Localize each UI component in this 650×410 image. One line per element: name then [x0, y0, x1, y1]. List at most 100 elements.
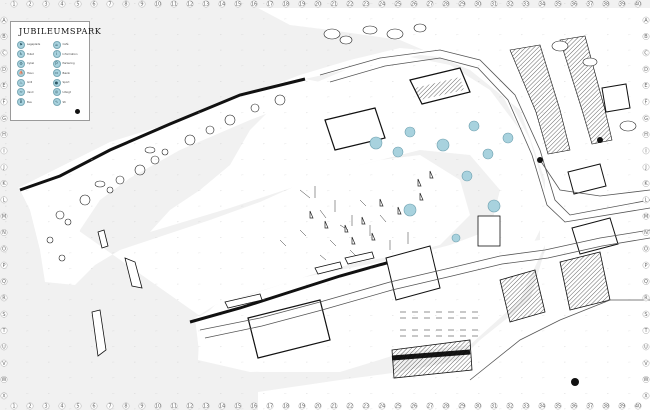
- grid-column-label: 21: [331, 2, 337, 8]
- grid-column-marker: [602, 402, 610, 410]
- grid-column-marker: [570, 402, 578, 410]
- grid-row-marker: [0, 114, 8, 122]
- poi-marker[interactable]: [482, 148, 494, 160]
- grid-column-label: 16: [251, 404, 257, 410]
- grid-row-label: D: [2, 67, 6, 73]
- grid-row-label: C: [2, 50, 6, 56]
- grid-row-label: T: [1, 328, 6, 334]
- grid-row-marker: [0, 343, 8, 351]
- legend-item-label: Sti: [62, 100, 66, 104]
- grid-row-marker: [0, 147, 8, 155]
- grid-column-marker: [74, 402, 82, 410]
- grid-column-label: 21: [331, 404, 337, 410]
- grid-column-label: 34: [539, 404, 545, 410]
- water-icon: ≈: [17, 88, 25, 97]
- grid-row-marker: [0, 49, 8, 57]
- grid-column-marker: [426, 0, 434, 8]
- grid-column-marker: [634, 402, 642, 410]
- legend-item: ∿Sti: [52, 98, 85, 107]
- grid-column-label: 37: [587, 2, 593, 8]
- poi-marker[interactable]: [468, 120, 480, 132]
- grid-column-label: 14: [219, 404, 225, 410]
- jetty-rocks: [94, 23, 637, 188]
- grid-column-label: 6: [92, 404, 95, 410]
- grid-column-label: 4: [60, 2, 63, 8]
- grid-row-label: E: [2, 83, 5, 89]
- bench-icon: ▭: [52, 69, 61, 78]
- building-east-1: [499, 269, 546, 323]
- grid-column-marker: [122, 402, 130, 410]
- grid-column-marker: [506, 0, 514, 8]
- grid-column-marker: [538, 402, 546, 410]
- grid-row-marker: [642, 212, 650, 220]
- grid-column-label: 3: [44, 2, 47, 8]
- path-icon: ∿: [52, 98, 61, 107]
- grid-column-marker: [90, 0, 98, 8]
- grid-column-label: 20: [315, 2, 321, 8]
- grid-column-marker: [602, 0, 610, 8]
- grid-row-label: M: [644, 214, 648, 220]
- grid-row-label: J: [644, 165, 646, 171]
- grid-row-marker: [0, 261, 8, 269]
- grid-row-marker: [0, 180, 8, 187]
- grid-column-marker: [42, 0, 50, 8]
- grid-column-marker: [490, 402, 498, 410]
- toilet-icon: ♿: [17, 50, 25, 59]
- legend-item-label: Bænk: [62, 71, 70, 75]
- grid-column-marker: [394, 402, 402, 410]
- boats: [91, 229, 375, 357]
- grid-column-label: 9: [140, 404, 143, 410]
- grid-row-label: W: [644, 377, 649, 383]
- building-south-hall: [247, 299, 331, 359]
- grid-row-label: Q: [2, 279, 6, 285]
- grid-row-marker: [0, 33, 8, 40]
- grid-row-label: Q: [644, 279, 648, 285]
- grid-row-label: D: [644, 67, 648, 73]
- grid-column-marker: [570, 0, 578, 8]
- grid-column-marker: [170, 0, 178, 8]
- grid-row-marker: [642, 245, 650, 253]
- grid-column-marker: [362, 0, 370, 8]
- grid-column-label: 38: [603, 2, 609, 8]
- grid-column-marker: [554, 0, 562, 8]
- grid-column-label: 23: [363, 404, 369, 410]
- poi-marker[interactable]: [436, 138, 450, 152]
- legend-item-label: Toilet: [27, 52, 34, 56]
- poi-marker[interactable]: [404, 126, 416, 138]
- poi-marker[interactable]: [392, 146, 404, 158]
- grid-column-label: 7: [108, 404, 111, 410]
- poi-marker[interactable]: [487, 199, 501, 213]
- grid-column-label: 16: [251, 2, 257, 8]
- grid-column-marker: [410, 0, 418, 8]
- grid-column-label: 11: [171, 404, 177, 410]
- legend-item: ≈Vand: [17, 88, 49, 97]
- legend-item-label: Café: [62, 43, 69, 46]
- grid-column-marker: [138, 0, 146, 8]
- poi-marker[interactable]: [403, 203, 417, 217]
- grid-row-marker: [642, 114, 650, 122]
- grid-column-label: 27: [427, 2, 433, 8]
- grid-row-label: E: [644, 83, 647, 89]
- grid-column-marker: [362, 402, 370, 410]
- grid-column-marker: [282, 0, 290, 8]
- grid-row-marker: [642, 131, 650, 138]
- poi-marker[interactable]: [369, 136, 383, 150]
- grid-column-label: 19: [299, 2, 305, 8]
- grid-column-label: 7: [108, 2, 111, 8]
- grid-row-marker: [0, 392, 8, 400]
- poi-marker[interactable]: [461, 170, 473, 182]
- legend-dot-icon: [75, 109, 80, 114]
- grid-column-marker: [346, 0, 354, 8]
- grid-column-label: 27: [427, 404, 433, 410]
- poi-marker[interactable]: [451, 233, 461, 243]
- grid-row-label: B: [644, 34, 648, 40]
- grid-column-label: 38: [603, 404, 609, 410]
- grid-column-marker: [266, 0, 274, 8]
- grid-column-marker: [394, 0, 402, 8]
- grid-column-label: 1: [12, 2, 15, 8]
- grid-column-label: 36: [571, 404, 577, 410]
- poi-marker[interactable]: [502, 132, 514, 144]
